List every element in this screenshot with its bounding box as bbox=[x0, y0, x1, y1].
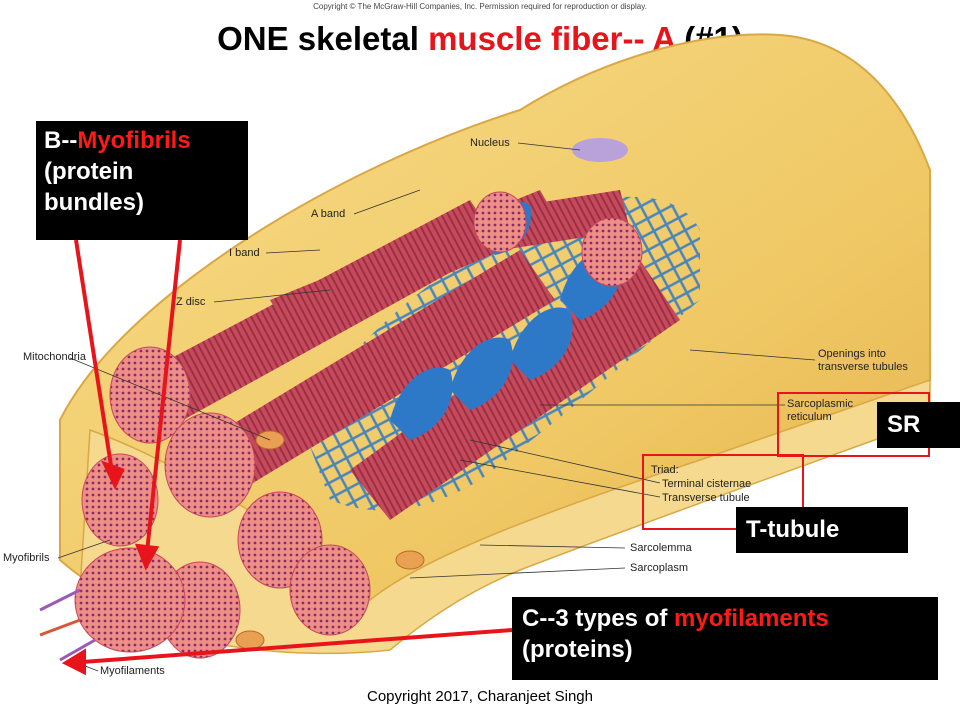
terminal-cisterna bbox=[510, 307, 573, 380]
myofibril-cross-section bbox=[164, 412, 256, 518]
label-i-band: I band bbox=[229, 247, 260, 259]
leader-mitochondria bbox=[69, 357, 271, 441]
label-mitochondria: Mitochondria bbox=[23, 351, 86, 363]
myofibril-cross-section bbox=[74, 547, 186, 653]
leader-terminal-cisternae bbox=[469, 439, 661, 484]
callout-b-highlight: Myofibrils bbox=[77, 127, 191, 154]
callout-c-line1: C--3 types of myofilaments bbox=[522, 603, 928, 634]
label-sr-line2: reticulum bbox=[787, 411, 832, 423]
label-a-band: A band bbox=[311, 208, 346, 220]
slide-title: ONE skeletal muscle fiber-- A (#1) bbox=[0, 20, 960, 58]
mitochondrion bbox=[235, 630, 265, 650]
leader-sarcolemma bbox=[479, 544, 626, 549]
publisher-copyright: Copyright © The McGraw-Hill Companies, I… bbox=[313, 2, 647, 11]
author-copyright: Copyright 2017, Charanjeet Singh bbox=[367, 688, 593, 705]
leader-nucleus bbox=[517, 142, 581, 151]
leader-transverse-tubule bbox=[459, 459, 661, 498]
title-highlight: muscle fiber-- A bbox=[428, 20, 676, 57]
terminal-cisterna bbox=[450, 337, 513, 410]
myofilament bbox=[59, 638, 96, 662]
arrow-b-right bbox=[145, 239, 182, 553]
callout-b-myofibrils: B--Myofibrils (protein bundles) bbox=[36, 121, 248, 240]
arrow-b-left bbox=[74, 239, 114, 473]
callout-c-myofilaments: C--3 types of myofilaments (proteins) bbox=[512, 597, 938, 680]
triad-highlight-frame bbox=[642, 454, 804, 530]
label-z-disc: Z disc bbox=[176, 296, 206, 308]
label-triad: Triad: bbox=[651, 464, 679, 476]
leader-i-band bbox=[265, 249, 321, 254]
callout-b-prefix: B-- bbox=[44, 127, 78, 154]
callout-b-line2: (protein bbox=[44, 158, 134, 185]
myofibril-cross-section bbox=[289, 544, 371, 636]
label-sarcoplasm: Sarcoplasm bbox=[630, 562, 689, 574]
callout-b-line1: B--Myofibrils bbox=[44, 125, 240, 156]
label-openings-line1: Openings into bbox=[818, 348, 886, 360]
callout-c-line2: (proteins) bbox=[522, 636, 633, 663]
terminal-cisterna bbox=[390, 367, 453, 440]
leader-sarcoplasm bbox=[409, 567, 626, 579]
label-transverse-tubule: Transverse tubule bbox=[662, 492, 750, 504]
label-openings-line2: transverse tubules bbox=[818, 361, 908, 373]
myofibril bbox=[350, 260, 680, 520]
myofibril-cross-section bbox=[473, 191, 527, 253]
leader-openings bbox=[689, 349, 816, 361]
myofibril-cross-section bbox=[581, 217, 643, 287]
arrow-b-left-head bbox=[101, 460, 125, 490]
label-terminal-cisternae: Terminal cisternae bbox=[662, 478, 752, 490]
label-nucleus: Nucleus bbox=[470, 137, 510, 149]
callout-c-prefix: C--3 types of bbox=[522, 605, 675, 632]
myofilament bbox=[39, 588, 81, 612]
title-prefix: ONE skeletal bbox=[217, 20, 429, 57]
arrow-c bbox=[81, 628, 513, 664]
myofilament bbox=[39, 618, 81, 637]
label-myofilaments: Myofilaments bbox=[100, 665, 165, 677]
mitochondrion bbox=[395, 550, 425, 570]
arrow-b-right-head bbox=[134, 543, 160, 571]
leader-a-band bbox=[353, 189, 421, 215]
nucleus bbox=[572, 138, 628, 162]
myofibril-cross-section bbox=[109, 346, 191, 444]
myofibril-cross-section bbox=[81, 453, 159, 547]
arrow-c-head bbox=[61, 648, 86, 676]
leader-z-disc bbox=[213, 289, 331, 303]
leader-myofibrils bbox=[57, 539, 111, 559]
label-myofibrils: Myofibrils bbox=[3, 552, 50, 564]
callout-b-line3: bundles) bbox=[44, 189, 144, 216]
label-sarcolemma: Sarcolemma bbox=[630, 542, 692, 554]
label-sr-line1: Sarcoplasmic bbox=[787, 398, 854, 410]
callout-sr: SR bbox=[877, 402, 960, 448]
callout-t-tubule: T-tubule bbox=[736, 507, 908, 553]
callout-c-highlight: myofilaments bbox=[674, 605, 829, 632]
